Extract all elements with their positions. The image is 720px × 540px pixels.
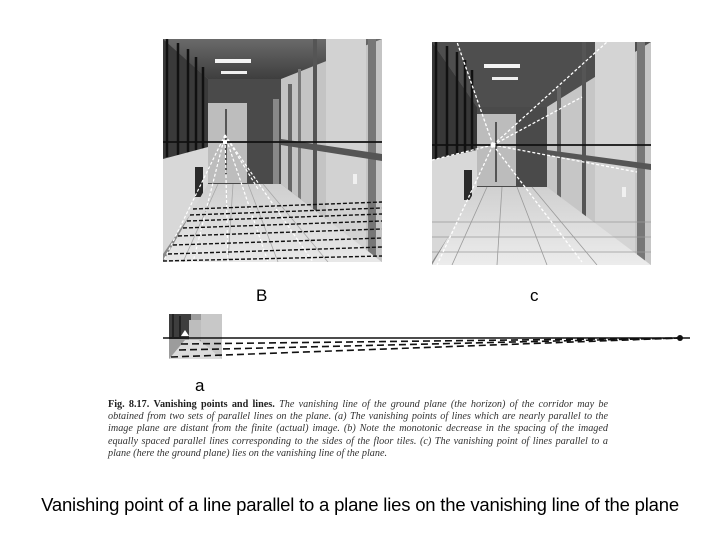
figure-caption: Fig. 8.17. Vanishing points and lines. T…: [108, 399, 608, 460]
figure-title: Vanishing points and lines.: [153, 399, 275, 410]
corridor-image-c: [432, 42, 651, 265]
figure-caption-text: The vanishing line of the ground plane (…: [108, 399, 609, 459]
panel-b-photo: [163, 39, 382, 262]
panel-c-photo: [432, 42, 651, 265]
slide-caption: Vanishing point of a line parallel to a …: [41, 494, 679, 515]
panel-label-a: a: [195, 376, 205, 395]
corridor-image-b: [163, 39, 382, 262]
panel-label-b: B: [256, 286, 268, 305]
vanishing-lines-diagram: [163, 314, 690, 359]
figure-number: Fig. 8.17.: [108, 399, 150, 410]
panel-a-diagram: [163, 312, 703, 362]
panel-label-c: c: [530, 286, 539, 305]
